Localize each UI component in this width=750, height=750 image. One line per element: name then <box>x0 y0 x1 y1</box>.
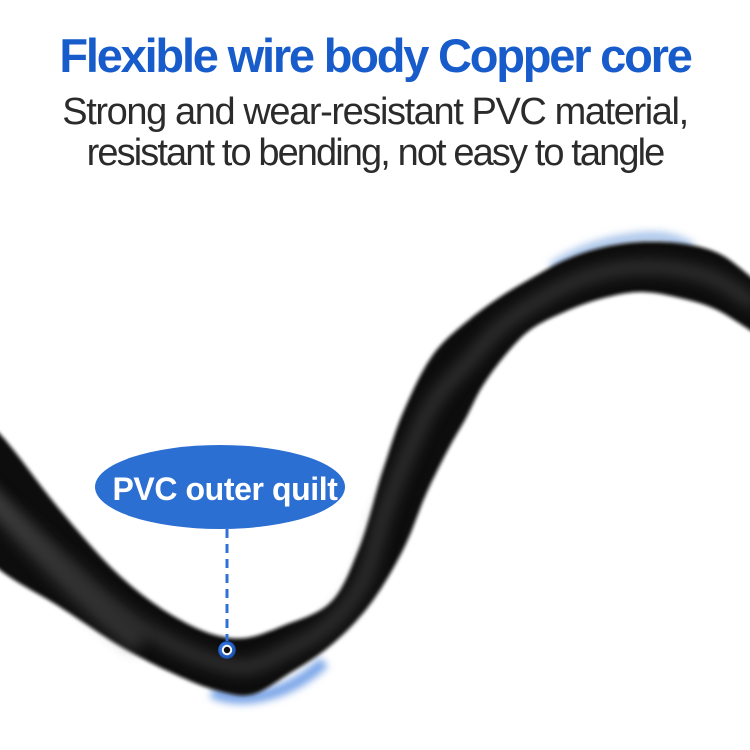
svg-text:PVC outer quilt: PVC outer quilt <box>112 471 338 507</box>
